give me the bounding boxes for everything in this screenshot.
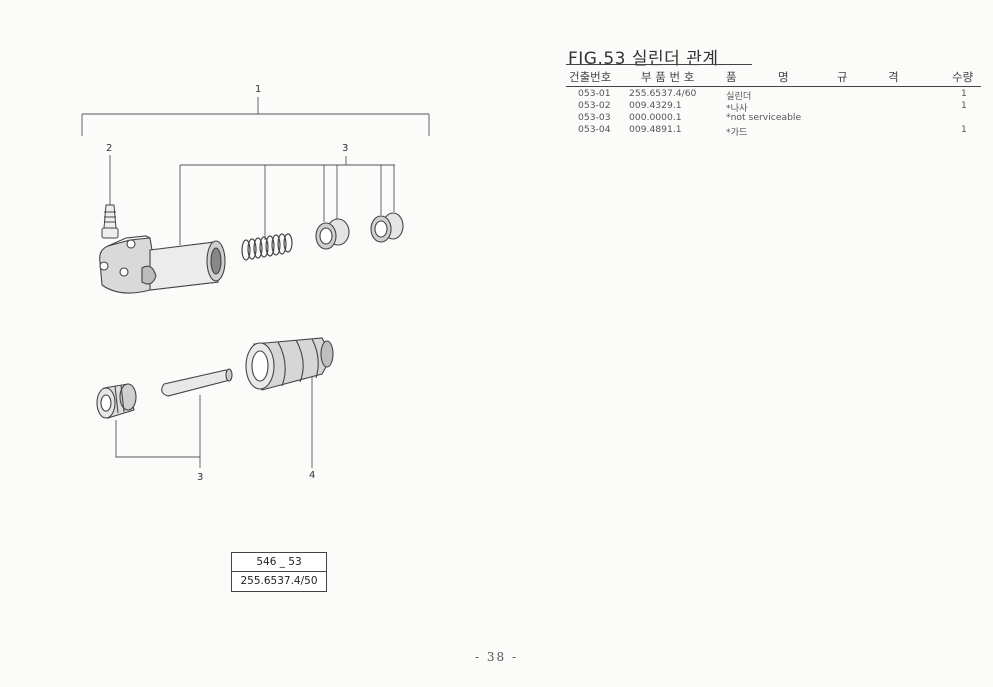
row-no: 053-03 (578, 112, 611, 123)
piston-shape (96, 383, 137, 419)
row-no: 053-01 (578, 88, 611, 99)
table-row: 053-02 009.4329.1 *나사 1 (566, 100, 981, 114)
header-spec-b: 격 (888, 70, 899, 84)
page-number: - 38 - (474, 650, 518, 664)
row-part: 000.0000.1 (629, 112, 682, 123)
row-no: 053-04 (578, 124, 611, 135)
callout-leader-3-lower (115, 395, 201, 468)
spring-shape (241, 233, 293, 261)
callout-2: 2 (106, 143, 113, 154)
callout-1: 1 (255, 84, 262, 95)
callout-leader-1 (81, 97, 430, 136)
reference-box: 546 _ 53 255.6537.4/50 (231, 552, 327, 592)
cylinder-body-shape (99, 235, 226, 294)
parts-table-header: 건출번호 부 품 번 호 품 명 규 격 수량 (566, 68, 981, 87)
row-qty: 1 (961, 100, 967, 111)
row-qty: 1 (961, 88, 967, 99)
row-part: 009.4329.1 (629, 100, 682, 111)
row-name: *나사 (726, 103, 748, 114)
dust-boot-shape (245, 337, 334, 391)
reference-part-number: 255.6537.4/50 (240, 575, 318, 587)
header-name-b: 명 (778, 70, 789, 84)
exploded-parts-diagram (81, 97, 430, 468)
row-name: *not serviceable (726, 112, 802, 123)
title-underline (566, 64, 752, 65)
table-row: 053-04 009.4891.1 *가드 1 (566, 124, 981, 138)
header-part-number: 부 품 번 호 (641, 70, 695, 84)
callout-4: 4 (309, 470, 316, 481)
row-part: 255.6537.4/60 (629, 88, 697, 99)
header-no: 건출번호 (569, 70, 612, 84)
figure-title: FIG.53 실린더 관계 (568, 49, 719, 69)
callout-3-upper: 3 (342, 143, 349, 154)
push-rod-shape (161, 368, 233, 397)
seal-ring-shape (370, 212, 404, 243)
header-name-a: 품 (726, 70, 737, 84)
header-qty: 수량 (952, 70, 974, 84)
header-spec-a: 규 (837, 70, 848, 84)
reference-code: 546 _ 53 (232, 553, 326, 572)
table-row: 053-03 000.0000.1 *not serviceable (566, 112, 981, 124)
row-name: 실린더 (726, 91, 752, 102)
table-row: 053-01 255.6537.4/60 실린더 1 (566, 88, 981, 102)
seal-cup-shape (315, 218, 350, 250)
row-qty: 1 (961, 124, 967, 135)
row-part: 009.4891.1 (629, 124, 682, 135)
row-no: 053-02 (578, 100, 611, 111)
callout-3-lower: 3 (197, 472, 204, 483)
bleed-screw-shape (101, 204, 119, 239)
callout-leader-3-upper (179, 156, 395, 245)
row-name: *가드 (726, 127, 748, 138)
